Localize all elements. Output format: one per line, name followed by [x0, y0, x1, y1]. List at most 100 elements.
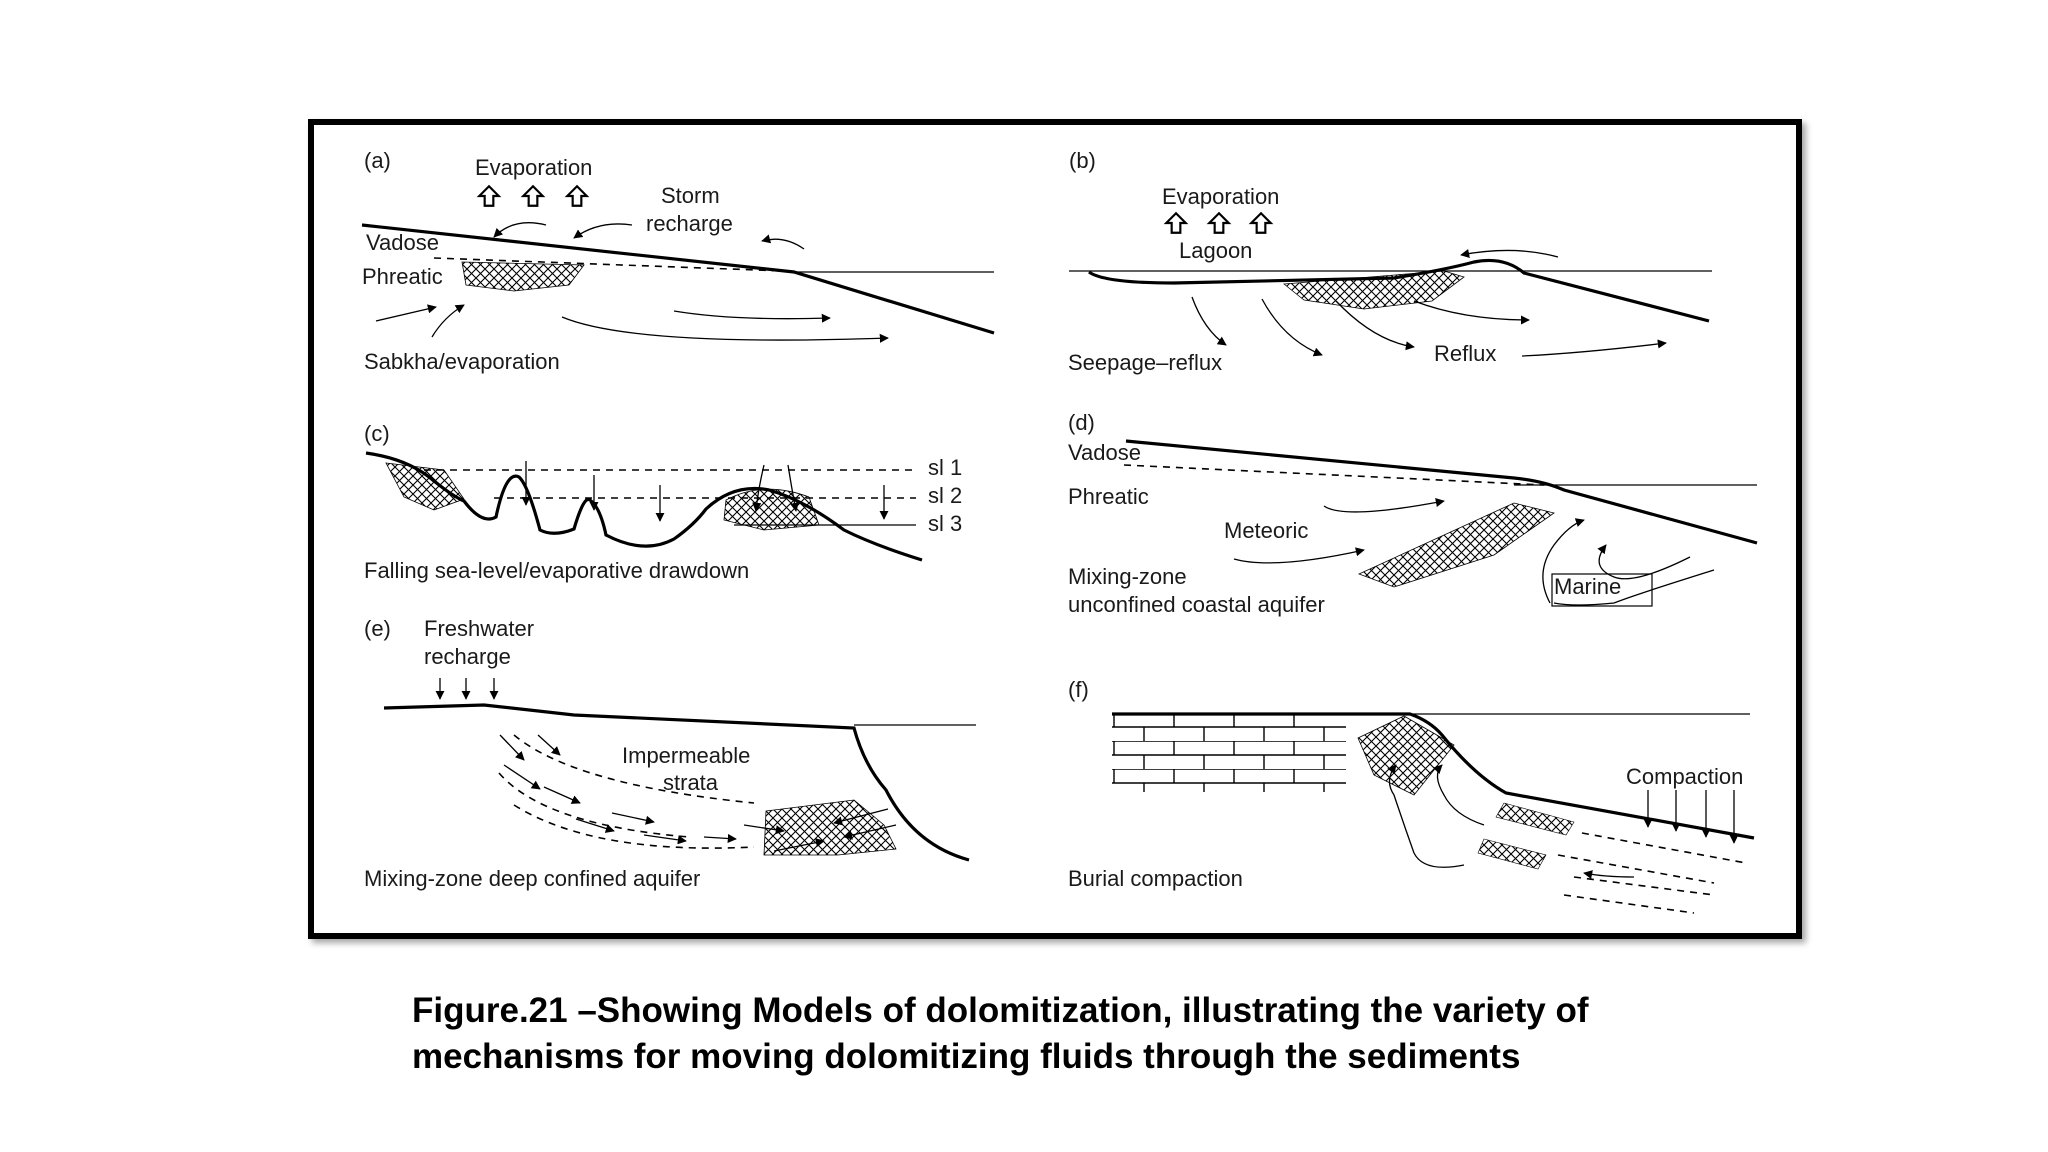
panel-d-caption-2: unconfined coastal aquifer	[1068, 592, 1325, 617]
flow-line	[1553, 569, 1715, 606]
panel-a-recharge-label: recharge	[646, 211, 733, 236]
compaction-bed	[1581, 832, 1747, 864]
panel-a-land-surface	[361, 223, 995, 335]
panel-b-caption: Seepage–reflux	[1068, 350, 1222, 375]
panel-c: (c) sl 1 sl 2 sl 3 Falling sea-level/eva…	[364, 421, 962, 583]
flow-arrow	[761, 234, 805, 250]
figure-caption: Figure.21 –Showing Models of dolomitizat…	[412, 988, 1712, 1080]
panel-b-dolomite-body	[1282, 270, 1465, 310]
panel-f-compaction-label: Compaction	[1626, 764, 1743, 789]
flow-arrow	[573, 223, 633, 239]
caption-line-1: Figure.21 –Showing Models of dolomitizat…	[412, 991, 1589, 1030]
panel-d-vadose-label: Vadose	[1068, 440, 1141, 465]
panel-e: (e) Freshwater recharge Impermeable stra…	[364, 616, 976, 891]
flow-arrow	[575, 818, 615, 833]
panel-a-water-table	[433, 257, 785, 272]
panel-a-vadose-label: Vadose	[366, 230, 439, 255]
panel-b-letter: (b)	[1069, 148, 1096, 173]
panel-a: (a) Evaporation Storm recharge Vadose Ph…	[361, 148, 995, 374]
flow-arrow	[843, 824, 897, 840]
caption-line-2: mechanisms for moving dolomitizing fluid…	[412, 1037, 1521, 1076]
flow-arrow	[1597, 544, 1691, 580]
panel-b-lagoon-label: Lagoon	[1179, 238, 1252, 263]
panel-d-meteoric-label: Meteoric	[1224, 518, 1308, 543]
flow-arrow	[1432, 764, 1485, 826]
panel-e-recharge-label: recharge	[424, 644, 511, 669]
panel-c-profile	[365, 451, 923, 562]
panel-f-profile	[1112, 712, 1755, 840]
flow-arrow	[537, 734, 561, 756]
panel-d-letter: (d)	[1068, 410, 1095, 435]
panel-d-land-surface	[1125, 439, 1758, 545]
panel-d-water-table	[1123, 464, 1545, 486]
flow-arrow	[1460, 249, 1559, 258]
compaction-bed	[1573, 876, 1715, 896]
panel-d-caption-1: Mixing-zone	[1068, 564, 1187, 589]
panel-d: (d) Vadose Phreatic Meteoric Marine Mixi…	[1068, 410, 1758, 617]
panel-c-sl1-label: sl 1	[928, 455, 962, 480]
flow-arrow	[499, 734, 525, 761]
flow-arrow	[1233, 547, 1365, 564]
drawdown-arrow	[787, 464, 799, 512]
flow-arrow	[703, 833, 737, 844]
panel-f-letter: (f)	[1068, 677, 1089, 702]
panel-b-profile	[1088, 258, 1710, 323]
panel-e-caption: Mixing-zone deep confined aquifer	[364, 866, 700, 891]
panel-a-storm-label: Storm	[661, 183, 720, 208]
flow-arrow	[1191, 296, 1227, 346]
flow-arrow	[673, 310, 831, 323]
panel-f-limestone-bricks	[1112, 714, 1346, 792]
panel-f-dolomite-lens	[1495, 802, 1575, 836]
panel-b: (b) Evaporation Lagoon Reflux Seepage–re…	[1068, 148, 1712, 375]
flow-arrow	[1261, 298, 1323, 357]
flow-arrow	[1583, 870, 1635, 880]
flow-arrow	[611, 812, 655, 825]
panel-f-dolomite-body	[1357, 715, 1455, 796]
flow-arrow	[1323, 498, 1445, 513]
compaction-bed	[1557, 854, 1715, 884]
panel-f-caption: Burial compaction	[1068, 866, 1243, 891]
panel-e-impermeable-label: Impermeable	[622, 743, 750, 768]
flow-arrow	[1521, 339, 1667, 357]
flow-arrow	[743, 824, 785, 835]
panel-a-letter: (a)	[364, 148, 391, 173]
panel-e-letter: (e)	[364, 616, 391, 641]
flow-arrow	[503, 764, 541, 790]
panel-a-caption: Sabkha/evaporation	[364, 349, 560, 374]
flow-arrow	[1335, 300, 1415, 351]
panel-a-evaporation-label: Evaporation	[475, 155, 592, 180]
drawdown-arrow	[752, 464, 765, 512]
impermeable-boundary	[498, 772, 690, 838]
panel-c-dolomite-right	[723, 488, 820, 531]
panel-e-strata-label: strata	[663, 770, 719, 795]
impermeable-boundary	[513, 804, 755, 849]
panel-f-dolomite-lens	[1477, 838, 1547, 870]
flow-arrow	[773, 838, 825, 852]
panel-e-dolomite-body	[763, 799, 897, 856]
panel-c-dolomite-left	[385, 462, 465, 511]
flow-arrow	[561, 316, 889, 343]
compaction-bed	[1563, 894, 1695, 914]
panel-c-sl3-label: sl 3	[928, 511, 962, 536]
panel-f: (f) Compaction Burial compaction	[1068, 677, 1755, 914]
panel-d-marine-label: Marine	[1554, 574, 1621, 599]
panel-d-dolomite-body	[1357, 502, 1555, 588]
panel-e-profile	[383, 703, 970, 862]
panel-c-letter: (c)	[364, 421, 390, 446]
impermeable-boundary	[513, 734, 755, 804]
panel-a-phreatic-label: Phreatic	[362, 264, 443, 289]
figure-frame: (a) Evaporation Storm recharge Vadose Ph…	[308, 119, 1802, 939]
flow-arrow	[1413, 300, 1530, 325]
panel-c-sl2-label: sl 2	[928, 483, 962, 508]
flow-arrow	[543, 786, 581, 804]
panel-d-phreatic-label: Phreatic	[1068, 484, 1149, 509]
evaporation-arrow-icons	[478, 185, 588, 207]
marine-label-box	[1551, 573, 1653, 607]
flow-arrow	[493, 222, 547, 238]
flow-arrow	[833, 808, 889, 826]
flow-arrow	[431, 304, 465, 338]
flow-arrow	[643, 834, 687, 845]
panel-c-caption: Falling sea-level/evaporative drawdown	[364, 558, 749, 583]
panel-b-evaporation-label: Evaporation	[1162, 184, 1279, 209]
panel-a-dolomite-body	[461, 261, 585, 292]
